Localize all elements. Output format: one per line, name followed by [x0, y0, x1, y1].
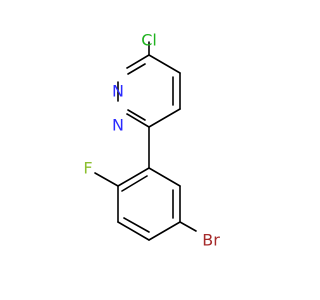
- bonds: [94, 41, 197, 241]
- molecule-structure: Cl N N F Br: [83, 31, 220, 250]
- atom-label-br: Br: [202, 231, 220, 250]
- bond-c4-c3: [148, 108, 181, 128]
- bond-c4p-c5p: [148, 221, 181, 241]
- bond-c6p-c1p: [148, 167, 181, 187]
- atom-label-n1: N: [112, 82, 124, 101]
- bond-c3-n2-double: [127, 109, 146, 121]
- bond-c2p-f: [94, 172, 119, 187]
- bond-c1p-c2p: [117, 167, 150, 187]
- bond-c3-n2: [126, 113, 150, 128]
- bond-n1-c6: [126, 54, 150, 69]
- atom-label-n2: N: [112, 116, 124, 135]
- bond-c5p-br: [179, 221, 197, 232]
- bond-c1p-c2p-double: [121, 175, 148, 192]
- atom-label-cl: Cl: [141, 31, 157, 50]
- bond-c3p-c4p-double: [123, 217, 150, 233]
- atom-label-f: F: [83, 159, 92, 178]
- bond-c3p-c4p: [117, 221, 150, 241]
- bond-n1-c6-double: [127, 63, 146, 75]
- bond-c6-c5: [148, 54, 181, 74]
- atom-labels: Cl N N F Br: [83, 31, 220, 250]
